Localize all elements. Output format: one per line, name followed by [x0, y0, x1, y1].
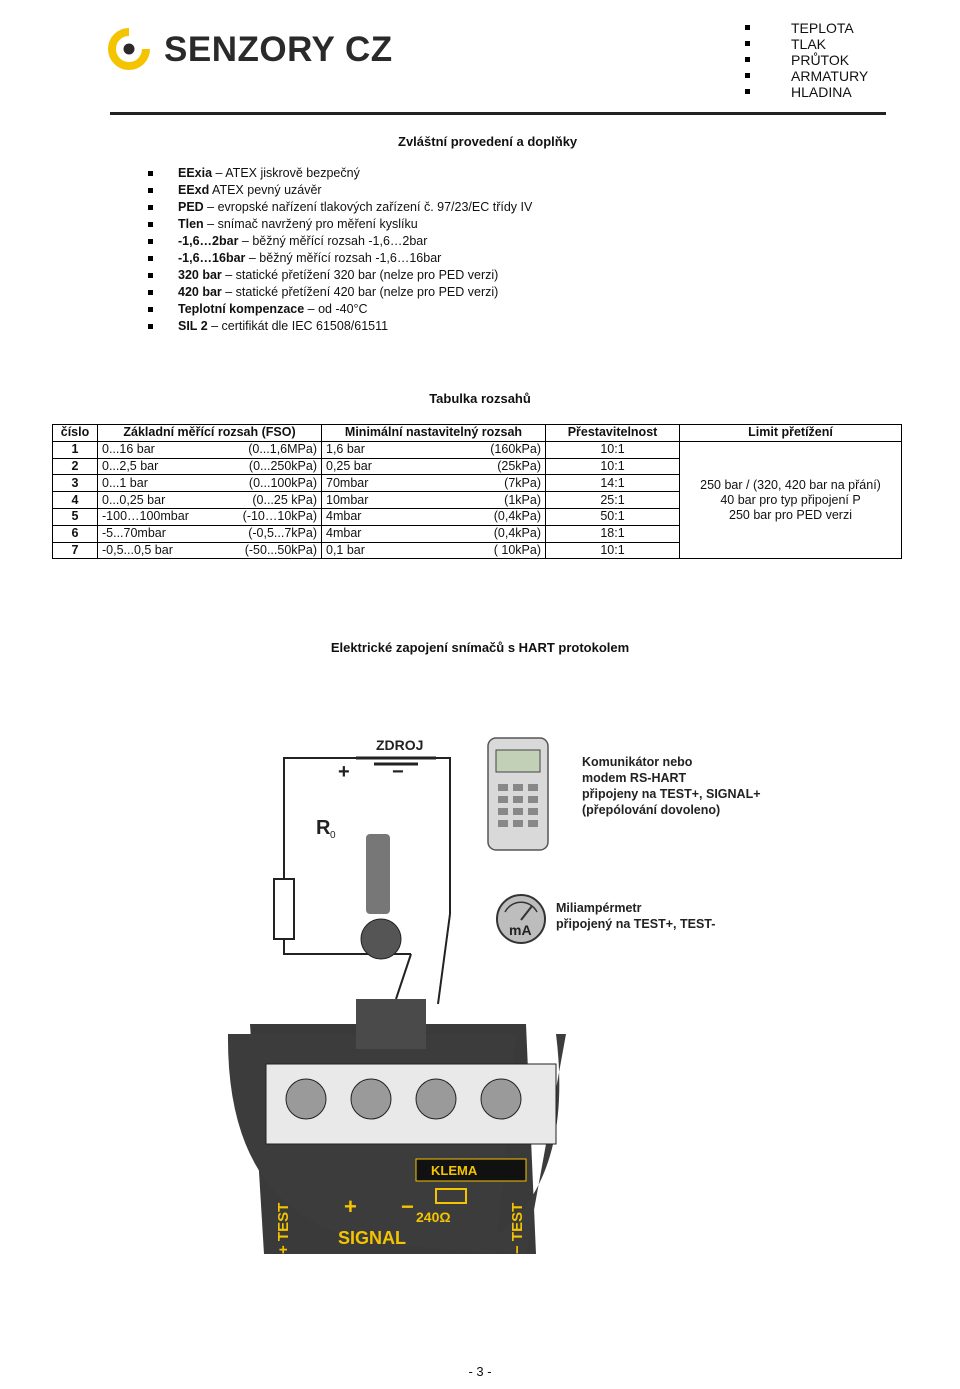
list-item: -1,6…16bar – běžný měřící rozsah -1,6…16… [148, 250, 532, 267]
nav-item-hladina[interactable]: HLADINA [745, 84, 868, 100]
svg-text:mA: mA [509, 922, 532, 938]
resistor-icon: R 0 [273, 817, 336, 940]
header-divider [110, 112, 886, 115]
header-turndown: Přestavitelnost [545, 424, 680, 442]
svg-text:− TEST: − TEST [509, 1203, 526, 1254]
svg-text:SIGNAL: SIGNAL [338, 1228, 406, 1248]
overload-limit-cell: 250 bar / (320, 420 bar na přání) 40 bar… [679, 440, 902, 560]
svg-text:+ TEST: + TEST [275, 1203, 292, 1254]
svg-text:−: − [401, 1194, 414, 1219]
range-table: číslo Základní měřící rozsah (FSO) Minim… [52, 424, 902, 560]
list-item: EExd ATEX pevný uzávěr [148, 182, 532, 199]
svg-text:připojený na TEST+, TEST-: připojený na TEST+, TEST- [556, 917, 715, 931]
section-title: Zvláštní provedení a doplňky [398, 134, 578, 149]
svg-text:R: R [316, 817, 331, 839]
wiring-diagram: ZDROJ + − R 0 Komunikátor nebo modem RS-… [227, 737, 761, 1254]
list-item: -1,6…2bar – běžný měřící rozsah -1,6…2ba… [148, 233, 532, 250]
table-row: 4 0...0,25 bar(0...25 kPa) 10mbar(1kPa) … [52, 491, 902, 509]
list-item: EExia – ATEX jiskrově bezpečný [148, 165, 532, 182]
logo-mark-icon [108, 28, 150, 70]
power-supply-icon: ZDROJ + − [338, 737, 436, 783]
list-item: 420 bar – statické přetížení 420 bar (ne… [148, 284, 532, 301]
svg-text:0: 0 [330, 830, 336, 841]
svg-text:ZDROJ: ZDROJ [376, 737, 423, 753]
brand-logo: SENZORY CZ [108, 28, 393, 70]
svg-text:Komunikátor nebo: Komunikátor nebo [582, 755, 693, 769]
nav-item-teplota[interactable]: TEPLOTA [745, 20, 868, 36]
table-title: Tabulka rozsahů [429, 391, 531, 406]
table-header-row: číslo Základní měřící rozsah (FSO) Minim… [52, 424, 902, 442]
svg-text:240Ω: 240Ω [416, 1209, 451, 1225]
feature-list: EExia – ATEX jiskrově bezpečný EExd ATEX… [148, 165, 532, 335]
list-item: SIL 2 – certifikát dle IEC 61508/61511 [148, 318, 532, 335]
table-row: 7 -0,5...0,5 bar(-50...50kPa) 0,1 bar( 1… [52, 541, 902, 560]
svg-text:−: − [392, 761, 404, 783]
list-item: Teplotní kompenzace – od -40°C [148, 301, 532, 318]
list-item: Tlen – snímač navržený pro měření kyslík… [148, 216, 532, 233]
page-number: - 3 - [468, 1364, 492, 1379]
header-fso: Základní měřící rozsah (FSO) [97, 424, 322, 442]
svg-text:modem RS-HART: modem RS-HART [582, 771, 687, 785]
header-overload: Limit přetížení [679, 424, 902, 442]
svg-text:KLEMA: KLEMA [431, 1163, 478, 1178]
list-item: 320 bar – statické přetížení 320 bar (ne… [148, 267, 532, 284]
header-cislo: číslo [52, 424, 98, 442]
hart-communicator-icon [487, 737, 549, 851]
category-nav: TEPLOTA TLAK PRŮTOK ARMATURY HLADINA [745, 20, 868, 100]
header-min-range: Minimální nastavitelný rozsah [321, 424, 546, 442]
wiring-title: Elektrické zapojení snímačů s HART proto… [330, 640, 630, 655]
table-row: 2 0...2,5 bar(0...250kPa) 0,25 bar(25kPa… [52, 457, 902, 476]
svg-text:připojeny na TEST+, SIGNAL+: připojeny na TEST+, SIGNAL+ [582, 787, 761, 801]
table-row: 3 0...1 bar(0...100kPa) 70mbar(7kPa) 14:… [52, 474, 902, 493]
nav-item-armatury[interactable]: ARMATURY [745, 68, 868, 84]
svg-text:+: + [338, 761, 350, 783]
svg-text:Miliampérmetr: Miliampérmetr [556, 901, 642, 915]
nav-item-prutok[interactable]: PRŮTOK [745, 52, 868, 68]
table-row: 1 0...16 bar(0...1,6MPa) 1,6 bar(160kPa)… [52, 440, 902, 560]
brand-name: SENZORY CZ [164, 29, 393, 69]
svg-text:+: + [344, 1194, 357, 1219]
svg-text:(přepólování dovoleno): (přepólování dovoleno) [582, 803, 720, 817]
transmitter-terminal-head: KLEMA 240Ω + − SIGNAL + TEST − TEST [227, 834, 566, 1254]
list-item: PED – evropské nařízení tlakových zaříze… [148, 199, 532, 216]
nav-item-tlak[interactable]: TLAK [745, 36, 868, 52]
milliammeter-icon: mA [496, 894, 546, 944]
